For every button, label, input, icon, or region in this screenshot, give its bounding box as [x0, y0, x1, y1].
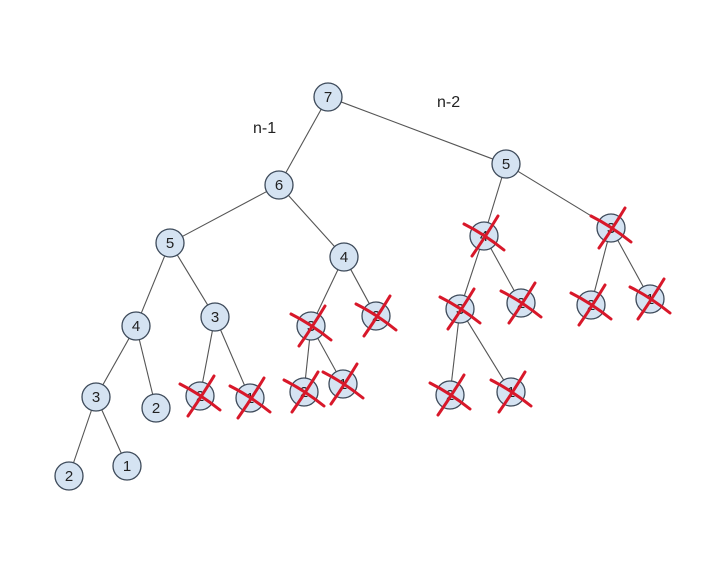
cross-mark-l: [228, 376, 272, 420]
cross-mark-n: [354, 294, 398, 338]
tree-node-a: 6: [264, 170, 294, 200]
tree-node-b: 5: [155, 228, 185, 258]
edge-b-g: [176, 254, 209, 306]
tree-node-j: 1: [112, 451, 142, 481]
edge-d-i: [138, 339, 154, 395]
node-label: 2: [65, 468, 73, 485]
node-label: 4: [132, 318, 140, 335]
node-label: 5: [502, 156, 510, 173]
cross-mark-k: [178, 374, 222, 418]
cross-out-marks: [178, 206, 672, 420]
tree-node-f: 3: [81, 382, 111, 412]
tree-node-e: 4: [329, 242, 359, 272]
tree-node-h: 2: [54, 461, 84, 491]
edge-g-l: [220, 329, 245, 386]
node-label: 3: [92, 389, 100, 406]
tree-node-i: 2: [141, 393, 171, 423]
edge-label-left: n-1: [253, 120, 276, 137]
node-label: 2: [152, 400, 160, 417]
node-circle: [200, 302, 230, 332]
node-circle: [121, 311, 151, 341]
edge-r-c: [340, 101, 494, 160]
cross-mark-v: [569, 283, 613, 327]
edge-e-m: [316, 269, 339, 314]
edge-e-n: [350, 269, 370, 304]
tree-edges: [73, 101, 644, 463]
edge-g-k: [202, 330, 213, 383]
cross-mark-m: [289, 304, 333, 348]
edge-t-w: [617, 240, 644, 287]
tree-node-c: 5: [491, 149, 521, 179]
node-circle: [155, 228, 185, 258]
node-label: 1: [123, 458, 131, 475]
tree-node-r: 7: [313, 82, 343, 112]
edge-m-p: [317, 337, 337, 373]
node-circle: [112, 451, 142, 481]
cross-mark-s: [438, 287, 482, 331]
node-circle: [329, 242, 359, 272]
edge-q-s: [463, 249, 481, 296]
node-label: 3: [211, 309, 219, 326]
node-label: 6: [275, 177, 283, 194]
cross-mark-u: [499, 281, 543, 325]
edge-t-v: [593, 241, 609, 292]
tree-node-d: 4: [121, 311, 151, 341]
node-label: 5: [166, 235, 174, 252]
node-circle: [54, 461, 84, 491]
edge-a-e: [287, 195, 336, 247]
edge-r-a: [285, 108, 322, 174]
cross-mark-w: [628, 277, 672, 321]
edge-label-right: n-2: [437, 94, 460, 111]
cross-mark-p: [321, 362, 365, 406]
node-circle: [141, 393, 171, 423]
edge-c-t: [517, 170, 600, 222]
tree-node-g: 3: [200, 302, 230, 332]
cross-mark-y: [489, 370, 533, 414]
edge-b-d: [140, 255, 166, 314]
node-circle: [264, 170, 294, 200]
cross-mark-q: [462, 214, 506, 258]
edge-s-y: [466, 320, 505, 381]
edge-d-f: [102, 337, 130, 386]
edge-f-h: [73, 410, 92, 463]
cross-mark-t: [589, 206, 633, 250]
edge-m-o: [304, 339, 311, 379]
edge-q-u: [490, 247, 515, 292]
node-circle: [313, 82, 343, 112]
node-label: 7: [324, 89, 332, 106]
cross-mark-o: [282, 370, 326, 414]
node-circle: [81, 382, 111, 412]
node-circle: [491, 149, 521, 179]
cross-mark-x: [428, 373, 472, 417]
edge-f-j: [101, 409, 122, 454]
edge-a-b: [182, 191, 267, 237]
edge-c-q: [487, 177, 503, 223]
node-label: 4: [340, 249, 348, 266]
edge-s-x: [451, 322, 459, 382]
